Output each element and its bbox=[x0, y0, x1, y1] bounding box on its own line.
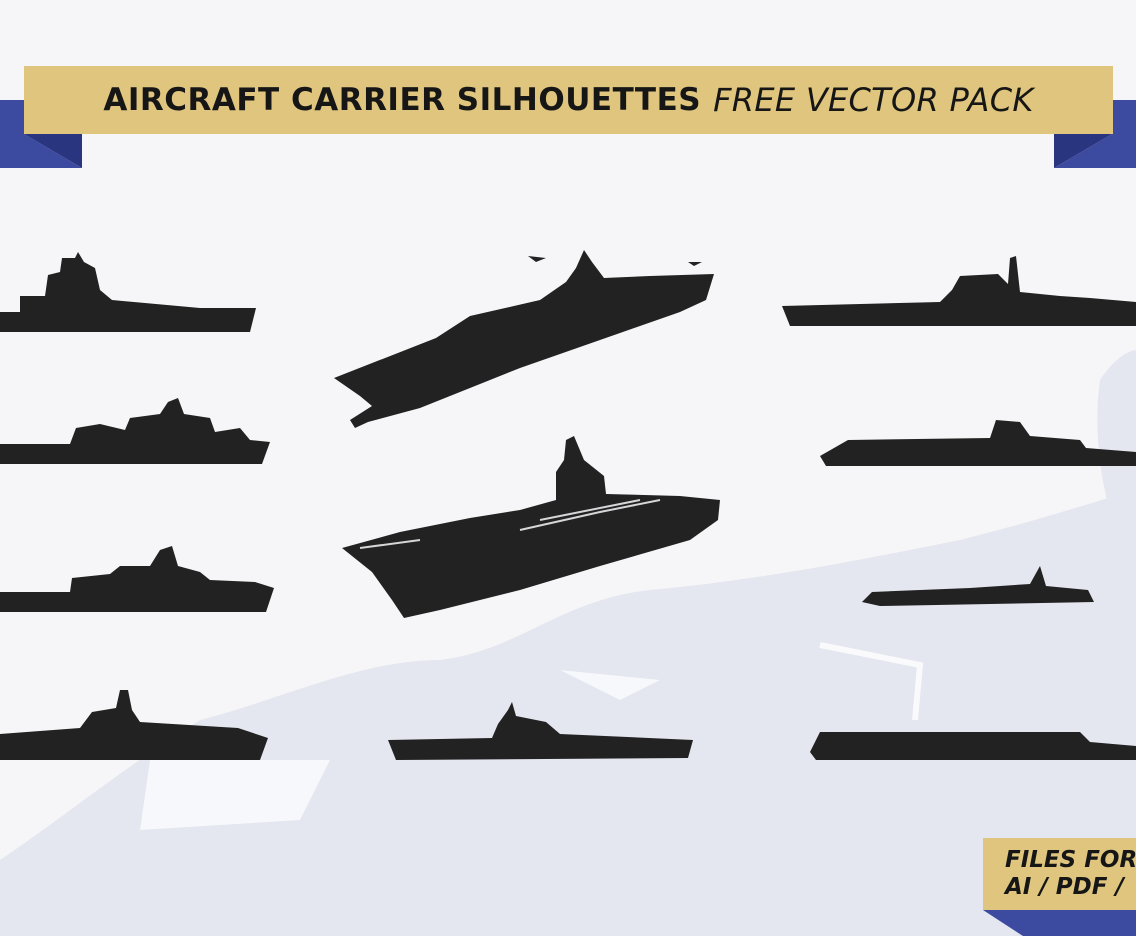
badge-fold bbox=[983, 910, 1136, 936]
ship-silhouette-left-3 bbox=[0, 546, 274, 612]
carrier-silhouette-right-2 bbox=[820, 420, 1136, 466]
file-formats-badge: FILES FOR AI / PDF / bbox=[983, 838, 1136, 910]
title-bold: AIRCRAFT CARRIER SILHOUETTES bbox=[103, 82, 702, 118]
ship-silhouette-right-1 bbox=[782, 256, 1136, 326]
title-italic: FREE VECTOR PACK bbox=[713, 81, 1034, 119]
carrier-silhouette-right-4 bbox=[810, 732, 1136, 760]
carrier-silhouette-center-top bbox=[334, 250, 714, 428]
banner-fold-left bbox=[0, 100, 82, 168]
ship-silhouette-left-4 bbox=[0, 690, 268, 760]
file-formats-line1: FILES FOR bbox=[1005, 847, 1136, 873]
carrier-silhouette-right-3 bbox=[862, 566, 1094, 606]
title-banner: AIRCRAFT CARRIER SILHOUETTES FREE VECTOR… bbox=[24, 66, 1113, 134]
ship-silhouette-left-2 bbox=[0, 398, 270, 464]
ship-silhouette-center-low bbox=[388, 702, 693, 760]
ship-silhouette-left-1 bbox=[0, 252, 256, 332]
deck-markings bbox=[359, 499, 661, 549]
file-formats-line2: AI / PDF / bbox=[1005, 874, 1124, 900]
banner-fold-right bbox=[1054, 100, 1136, 168]
